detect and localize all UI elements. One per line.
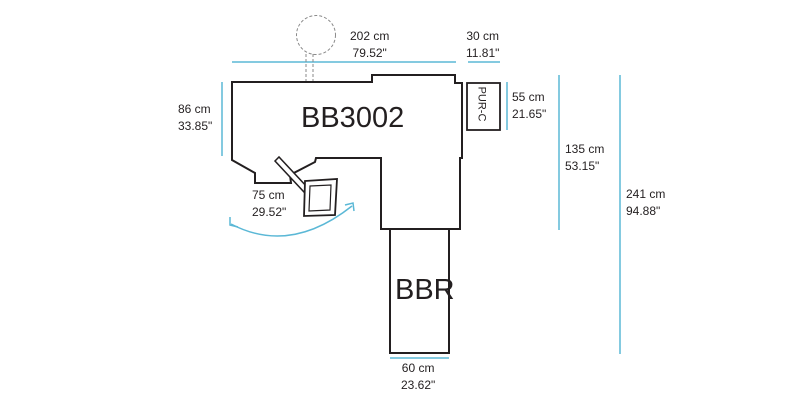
side-unit-label: PUR-C xyxy=(475,86,488,122)
dim-cm: 75 cm xyxy=(252,188,285,202)
dim-inch: 33.85" xyxy=(178,119,213,133)
dim-cm: 86 cm xyxy=(178,102,211,116)
dim-inch: 21.65" xyxy=(512,107,547,121)
dim-depth-top: 135 cm 53.15" xyxy=(565,141,604,175)
dim-cm: 55 cm xyxy=(512,90,545,104)
dim-inch: 29.52" xyxy=(252,205,287,219)
dim-width-side: 30 cm 11.81" xyxy=(466,28,499,62)
monitor-icon xyxy=(303,178,338,217)
dim-inch: 94.88" xyxy=(626,204,661,218)
dim-depth-side: 55 cm 21.65" xyxy=(512,89,546,123)
main-unit-outline xyxy=(231,74,463,230)
extension-unit-outline xyxy=(389,228,450,354)
dim-inch: 11.81" xyxy=(466,46,500,60)
lamp-icon xyxy=(296,15,336,82)
dim-depth-total: 241 cm 94.88" xyxy=(626,186,665,220)
dim-cm: 241 cm xyxy=(626,187,666,201)
dim-inch: 53.15" xyxy=(565,159,600,173)
dim-width-extension: 60 cm 23.62" xyxy=(401,360,435,394)
main-unit-label: BB3002 xyxy=(301,102,405,134)
dim-inch: 79.52" xyxy=(352,46,387,60)
arc-arrow-right xyxy=(344,202,355,212)
dim-width-main: 202 cm 79.52" xyxy=(350,28,389,62)
dim-depth-main: 86 cm 33.85" xyxy=(178,101,212,135)
extension-unit-label: BBR xyxy=(395,274,455,306)
dim-inch: 23.62" xyxy=(401,378,436,392)
dim-cm: 30 cm xyxy=(466,29,500,43)
side-unit-outline xyxy=(466,82,501,131)
dim-arm-swing: 75 cm 29.52" xyxy=(252,187,286,221)
dim-cm: 202 cm xyxy=(350,29,390,43)
dim-cm: 60 cm xyxy=(401,361,435,375)
dim-cm: 135 cm xyxy=(565,142,605,156)
arm-swing-arc xyxy=(230,205,353,237)
arc-arrow-left xyxy=(229,217,239,228)
